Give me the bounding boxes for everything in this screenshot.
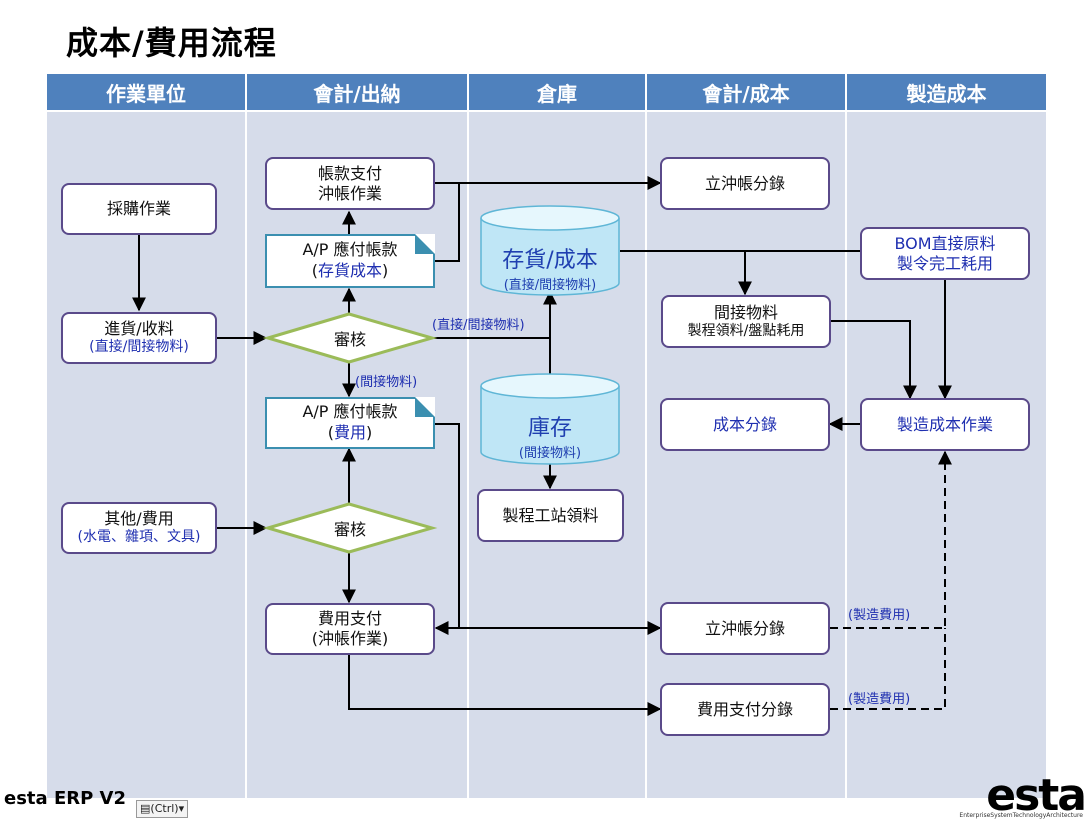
edge-label-direct-indirect: (直接/間接物料)	[432, 318, 525, 333]
offset-entry-node-1: 立沖帳分錄	[660, 157, 830, 210]
lane-header-accounting-cost: 會計/成本	[647, 74, 847, 110]
clipboard-icon: ▤	[140, 802, 151, 815]
node-label: A/P 應付帳款	[302, 402, 398, 422]
lane-header-warehouse: 倉庫	[469, 74, 647, 110]
node-label: 立沖帳分錄	[704, 173, 785, 193]
lane-divider	[645, 112, 647, 798]
logo-tagline: EnterpriseSystemTechnologyArchitecture	[959, 812, 1083, 819]
cylinder-title: 存貨/成本	[502, 248, 598, 273]
page-title: 成本/費用流程	[66, 24, 277, 62]
lane-header-accounting-cashier: 會計/出納	[247, 74, 469, 110]
node-label: 沖帳作業	[317, 183, 382, 203]
indirect-material-node: 間接物料 製程領料/盤點耗用	[661, 295, 831, 348]
review-diamond-1	[262, 312, 438, 364]
bom-direct-material-node: BOM直接原料 製令完工耗用	[860, 227, 1030, 280]
expense-payment-entry-node: 費用支付分錄	[660, 683, 830, 736]
cylinder-subtitle: (直接/間接物料)	[503, 278, 597, 293]
node-sublabel: (存貨成本)	[311, 261, 389, 280]
lane-divider	[467, 112, 469, 798]
purchase-operation-node: 採購作業	[61, 183, 217, 235]
other-expense-node: 其他/費用 (水電、雜項、文具)	[61, 502, 217, 554]
doc-fold-icon	[415, 397, 435, 417]
lane-divider	[245, 112, 247, 798]
inventory-cost-label: 存貨/成本 (直接/間接物料)	[481, 242, 619, 293]
product-name: esta ERP V2	[4, 788, 127, 809]
esta-logo: esta	[986, 770, 1087, 821]
doc-fold-icon	[415, 234, 435, 254]
ap-payment-offset-node: 帳款支付 沖帳作業	[265, 157, 435, 210]
station-issue-node: 製程工站領料	[477, 489, 624, 542]
stock-label: 庫存 (間接物料)	[481, 410, 619, 461]
manufacturing-cost-node: 製造成本作業	[860, 398, 1030, 451]
node-sublabel: (水電、雜項、文具)	[77, 529, 201, 546]
cylinder-title: 庫存	[527, 416, 572, 441]
node-label: 立沖帳分錄	[704, 618, 785, 638]
node-label: A/P 應付帳款	[302, 240, 398, 260]
cylinder-subtitle: (間接物料)	[518, 446, 582, 461]
expense-payment-node: 費用支付 (沖帳作業)	[265, 603, 435, 655]
review-node-2: 審核	[333, 520, 366, 539]
lane-header-operations: 作業單位	[47, 74, 247, 110]
review-node-1: 審核	[333, 330, 366, 349]
review-diamond-2	[262, 502, 438, 554]
lane-header-manufacturing-cost: 製造成本	[847, 74, 1046, 110]
node-sublabel: 製程領料/盤點耗用	[687, 322, 805, 339]
ap-expense-doc: A/P 應付帳款 (費用)	[265, 397, 435, 449]
node-label: 帳款支付	[317, 163, 382, 183]
node-label: 進貨/收料	[104, 319, 174, 339]
node-label: 採購作業	[106, 199, 171, 218]
node-label: BOM直接原料	[894, 233, 996, 253]
edge-label-indirect: (間接物料)	[355, 375, 418, 390]
node-label: 間接物料	[713, 302, 778, 322]
node-label: 費用支付	[317, 609, 382, 628]
ap-inventory-cost-doc: A/P 應付帳款 (存貨成本)	[265, 234, 435, 288]
node-label: 成本分錄	[712, 414, 777, 434]
node-label: (沖帳作業)	[311, 629, 389, 648]
receive-node: 進貨/收料 (直接/間接物料)	[61, 312, 217, 364]
stock-cylinder	[480, 373, 620, 465]
node-sublabel: (直接/間接物料)	[89, 339, 189, 356]
node-sublabel: (費用)	[327, 423, 373, 442]
paste-options-button[interactable]: ▤(Ctrl)▾	[136, 800, 189, 818]
node-label: 費用支付分錄	[696, 699, 793, 719]
node-label: 製程工站領料	[502, 505, 599, 525]
node-label: 製令完工耗用	[896, 253, 993, 273]
offset-entry-node-2: 立沖帳分錄	[660, 602, 830, 655]
cost-entry-node: 成本分錄	[660, 398, 830, 451]
inventory-cost-cylinder	[480, 205, 620, 296]
node-label: 其他/費用	[104, 509, 174, 529]
node-label: 製造成本作業	[896, 414, 993, 434]
lane-divider	[845, 112, 847, 798]
edge-label-mfg-expense-1: (製造費用)	[848, 608, 911, 623]
edge-label-mfg-expense-2: (製造費用)	[848, 692, 911, 707]
